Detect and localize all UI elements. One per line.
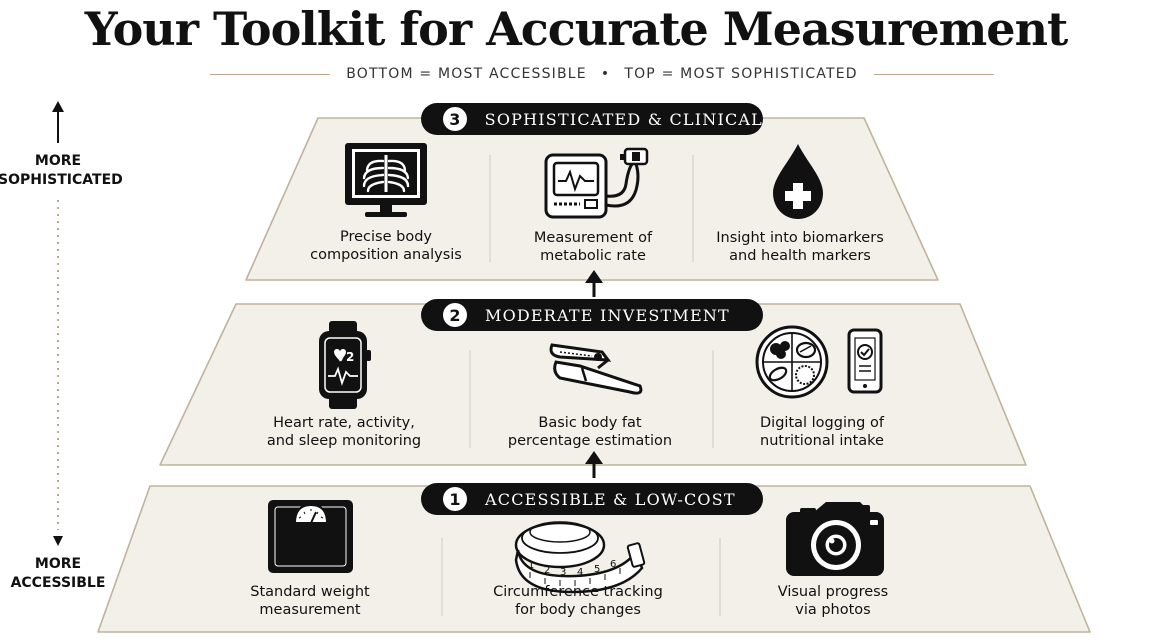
- tier-1-badge: 1 ACCESSIBLE & LOW-COST: [421, 483, 763, 515]
- more-sophisticated-label: MORE SOPHISTICATED: [0, 152, 123, 190]
- subtitle-right: TOP = MOST SOPHISTICATED: [624, 66, 858, 82]
- tape-mark-label: 2: [544, 565, 550, 576]
- more-accessible-line2: ACCESSIBLE: [10, 575, 106, 591]
- tier-1-number: 1: [443, 487, 467, 511]
- tier-2-number: 2: [443, 303, 467, 327]
- vegetable-icon: [768, 366, 788, 382]
- tier-2-item-2-caption: Basic body fat percentage estimation: [480, 414, 700, 450]
- metabolic-cart-icon: [544, 147, 649, 219]
- caption-line: and sleep monitoring: [266, 433, 422, 449]
- caption-line: Digital logging of: [760, 415, 884, 431]
- caption-line: Insight into biomarkers: [716, 230, 884, 246]
- more-accessible-line1: MORE: [34, 556, 82, 572]
- tier-1-name: ACCESSIBLE & LOW-COST: [485, 489, 736, 509]
- tier-1-item-3-caption: Visual progress via photos: [723, 583, 943, 619]
- caption-line: Visual progress: [777, 584, 889, 600]
- subtitle-rule-right: [873, 73, 994, 75]
- more-sophisticated-line2: SOPHISTICATED: [0, 172, 123, 188]
- meat-icon: [795, 341, 817, 359]
- tier-3-badge: 3 SOPHISTICATED & CLINICAL: [421, 103, 763, 135]
- tape-mark-label: 4: [577, 567, 583, 578]
- tier-3-item-1-caption: Precise body composition analysis: [276, 228, 496, 264]
- caption-line: and health markers: [729, 248, 871, 264]
- xray-monitor-icon: [345, 143, 427, 217]
- subtitle: BOTTOM = MOST ACCESSIBLE • TOP = MOST SOPH…: [330, 66, 874, 82]
- bathroom-scale-icon: [268, 500, 353, 573]
- tape-mark-label: 6: [610, 559, 616, 570]
- arrow-tier1-to-tier2-icon: [585, 451, 603, 478]
- subtitle-row: BOTTOM = MOST ACCESSIBLE • TOP = MOST SOPH…: [210, 62, 994, 86]
- broccoli-icon: [770, 341, 790, 359]
- caption-line: Precise body: [340, 229, 432, 245]
- caption-line: percentage estimation: [507, 433, 673, 449]
- tier-3-item-2-caption: Measurement of metabolic rate: [483, 229, 703, 265]
- grain-icon: [795, 365, 815, 385]
- tier-2-name: MODERATE INVESTMENT: [485, 305, 730, 325]
- caption-line: Standard weight: [250, 584, 370, 600]
- tape-mark-label: 1: [528, 560, 534, 571]
- axis-arrow-up-icon: [52, 101, 64, 112]
- tier-3-name: SOPHISTICATED & CLINICAL: [484, 109, 763, 129]
- arrow-tier2-to-tier3-icon: [585, 270, 603, 297]
- caption-line: composition analysis: [310, 247, 462, 263]
- subtitle-separator: •: [600, 66, 611, 82]
- tier-1-item-2-caption: Circumference tracking for body changes: [468, 583, 688, 619]
- tape-mark-label: 5: [594, 564, 600, 575]
- tape-mark-label: 3: [560, 567, 566, 578]
- tier-2-badge: 2 MODERATE INVESTMENT: [421, 299, 763, 331]
- watch-readout-text: 72: [338, 350, 355, 364]
- skinfold-caliper-icon: [549, 343, 643, 395]
- more-accessible-label: MORE ACCESSIBLE: [0, 555, 118, 593]
- blood-drop-icon: [773, 144, 823, 219]
- food-plate-phone-icon: [755, 325, 883, 399]
- caption-line: Basic body fat: [538, 415, 642, 431]
- caption-line: metabolic rate: [540, 248, 646, 264]
- tier-2-item-3-caption: Digital logging of nutritional intake: [712, 414, 932, 450]
- tier-2-item-1-caption: Heart rate, activity, and sleep monitori…: [234, 414, 454, 450]
- caption-line: via photos: [795, 602, 871, 618]
- caption-line: Measurement of: [533, 230, 653, 246]
- axis-arrow-down-icon: [53, 536, 63, 546]
- tier-1-item-1-caption: Standard weight measurement: [200, 583, 420, 619]
- caption-line: for body changes: [515, 602, 641, 618]
- caption-line: Heart rate, activity,: [273, 415, 415, 431]
- subtitle-rule-left: [210, 73, 331, 75]
- page-title: Your Toolkit for Accurate Measurement: [84, 2, 1069, 56]
- vertical-axis: [52, 101, 64, 546]
- tier-3-item-3-caption: Insight into biomarkers and health marke…: [690, 229, 910, 265]
- smartwatch-icon: 72: [319, 321, 371, 409]
- caption-line: Circumference tracking: [493, 584, 663, 600]
- tier-3-number: 3: [443, 107, 467, 131]
- more-sophisticated-line1: MORE: [34, 153, 82, 169]
- subtitle-left: BOTTOM = MOST ACCESSIBLE: [346, 66, 587, 82]
- caption-line: nutritional intake: [760, 433, 884, 449]
- caption-line: measurement: [259, 602, 361, 618]
- camera-icon: [786, 502, 884, 576]
